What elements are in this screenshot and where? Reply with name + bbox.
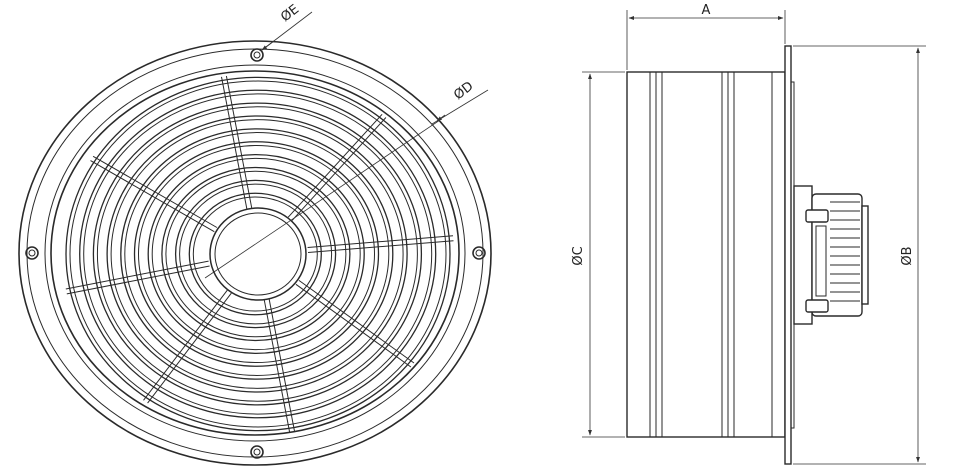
guard-spoke (147, 292, 232, 404)
terminal-box-bottom (805, 299, 829, 313)
guard-ring (133, 141, 380, 367)
guard-ring (174, 179, 337, 329)
motor-bracket (815, 225, 827, 297)
guard-spoke (298, 279, 415, 364)
mounting-hole-bore (253, 448, 261, 456)
guard-ring (110, 119, 404, 389)
dia-e-label: ØE (278, 2, 302, 25)
motor-hub-inner (214, 212, 302, 296)
guard-spoke (307, 240, 454, 253)
mounting-holes (25, 48, 486, 459)
guard-ring (65, 76, 451, 432)
front-view: ØE ØD (18, 2, 492, 466)
dia-d-leader (204, 119, 441, 279)
guard-spoke (225, 75, 253, 209)
mounting-hole-bore (475, 249, 483, 257)
guard-ring (92, 102, 423, 406)
guard-ring (188, 192, 322, 316)
guard-ring (138, 144, 375, 364)
guard-ring (83, 93, 433, 415)
guard-spoke (90, 160, 215, 233)
guard-ring (120, 128, 394, 380)
guard-ring (106, 115, 408, 393)
mounting-hole (25, 246, 39, 260)
guard-spoke (143, 289, 228, 401)
guard-spoke (287, 113, 383, 218)
guard-spokes (65, 75, 454, 433)
guard-spoke (65, 260, 209, 290)
casing-body (626, 71, 786, 438)
guard-spoke (291, 117, 387, 221)
dia-d-arrow (436, 114, 446, 122)
dia-b-label: ØB (900, 246, 915, 265)
guard-ring (161, 166, 351, 342)
guard-ring (192, 196, 318, 312)
guard-spoke (221, 76, 248, 210)
guard-spoke (307, 235, 454, 248)
motor-hub (209, 207, 307, 301)
flange-step (44, 64, 466, 442)
motor-housing (793, 185, 869, 325)
mounting-hole (250, 445, 264, 459)
mounting-hole (250, 48, 264, 62)
guard-spoke (268, 298, 295, 432)
guard-spoke (263, 299, 291, 433)
mounting-flange (784, 45, 792, 465)
guard-ring (165, 170, 347, 338)
guard-ring (79, 89, 437, 419)
guard-ring (151, 157, 361, 351)
mounting-hole (472, 246, 486, 260)
outer-flange-edge (18, 40, 492, 466)
motor-end-cap (861, 205, 869, 305)
guard-ring (147, 153, 365, 355)
guard-spoke (66, 265, 210, 295)
guard-ring (179, 183, 333, 325)
mounting-hole-bore (253, 51, 261, 59)
guard-spoke (92, 155, 218, 228)
guard-spoke (295, 283, 412, 368)
guard-ring (96, 106, 418, 402)
dim-a-label: A (702, 3, 711, 18)
side-view: A ØC ØB (571, 3, 926, 465)
dia-c-label: ØC (571, 246, 586, 265)
terminal-box-top (805, 209, 829, 223)
mounting-hole-bore (28, 249, 36, 257)
motor-cooling-fins (830, 201, 860, 302)
guard-ring (124, 132, 390, 376)
dia-e-arrow (261, 40, 275, 51)
guard-ring (69, 80, 447, 428)
duct-opening (50, 70, 460, 436)
guard-rings (65, 76, 451, 432)
